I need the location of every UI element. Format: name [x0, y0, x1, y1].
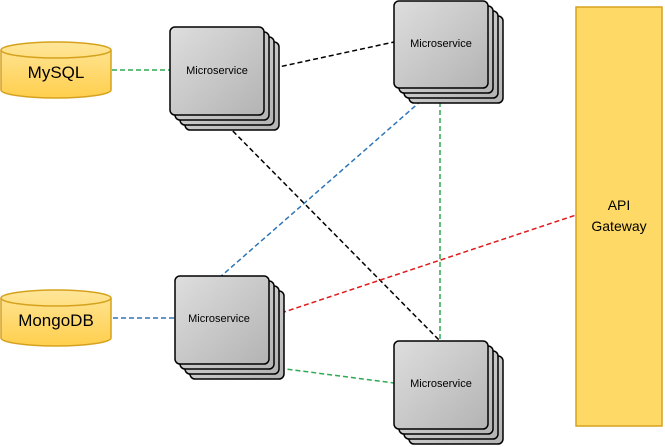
microservice-top-left: Microservice — [169, 26, 280, 131]
mongodb-database: MongoDB — [0, 289, 112, 347]
connector-top-left-to-bottom-right-service — [215, 113, 441, 342]
connector-bottom-left-to-api-gateway — [265, 214, 577, 319]
api-gateway-label-line1: API — [608, 197, 631, 213]
microservice-label: Microservice — [186, 65, 248, 77]
microservice-label: Microservice — [188, 313, 250, 325]
microservice-label: Microservice — [410, 378, 472, 390]
microservice-bottom-left: Microservice — [174, 275, 285, 380]
mongodb-label: MongoDB — [18, 311, 94, 330]
connector-top-left-to-top-right-service — [273, 41, 395, 69]
mysql-label: MySQL — [28, 63, 85, 82]
api-gateway: API Gateway — [575, 6, 663, 427]
connector-bottom-left-to-top-right-service — [218, 85, 439, 279]
microservice-bottom-right: Microservice — [393, 340, 504, 445]
database-cylinder-icon — [0, 289, 112, 347]
microservice-label: Microservice — [410, 38, 472, 50]
database-cylinder-icon — [0, 41, 112, 99]
mysql-database: MySQL — [0, 41, 112, 99]
microservice-top-right: Microservice — [393, 0, 504, 104]
api-gateway-label-line2: Gateway — [591, 218, 646, 234]
api-gateway-box — [575, 6, 663, 427]
